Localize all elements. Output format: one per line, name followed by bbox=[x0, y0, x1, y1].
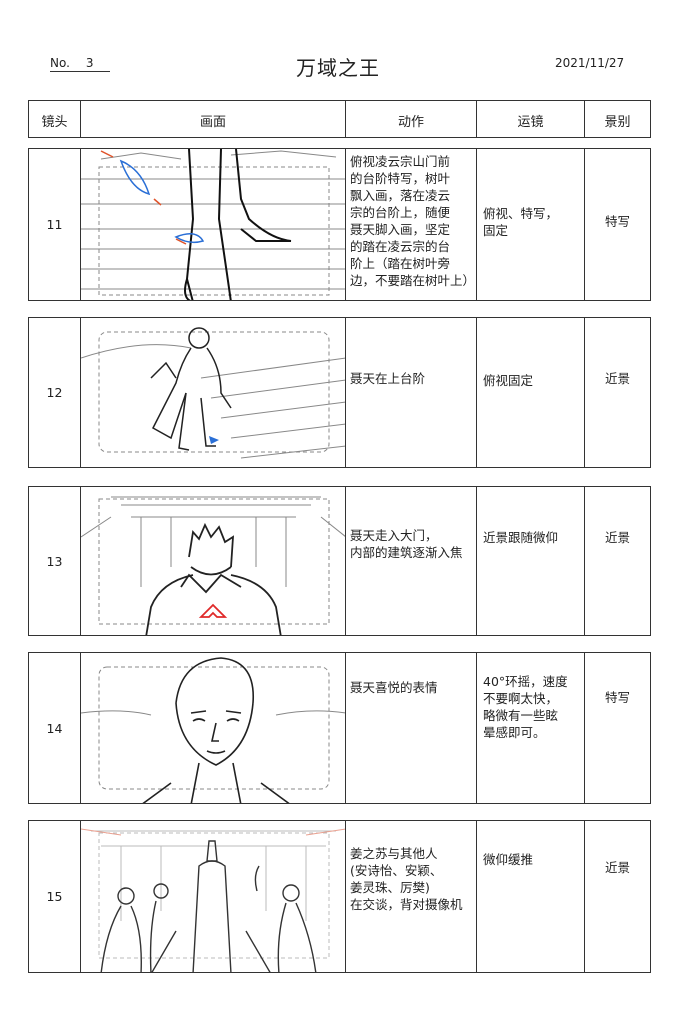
table-header: 镜头 画面 动作 运镜 景别 bbox=[28, 100, 651, 138]
shot-action: 聂天喜悦的表情 bbox=[346, 653, 477, 803]
shot-sheet-number: No. 3 bbox=[50, 56, 110, 72]
shot-action: 聂天走入大门， 内部的建筑逐渐入焦 bbox=[346, 487, 477, 635]
storyboard-frame bbox=[81, 821, 346, 972]
shot-camera: 俯视、特写， 固定 bbox=[477, 149, 585, 300]
column-header-action: 动作 bbox=[346, 101, 477, 137]
storyboard-frame bbox=[81, 487, 346, 635]
shot-action: 聂天在上台阶 bbox=[346, 318, 477, 467]
sketch-steps-leaf bbox=[81, 149, 345, 300]
column-header-scale: 景别 bbox=[604, 115, 631, 130]
number-value: 3 bbox=[85, 56, 94, 70]
shot-id: 15 bbox=[29, 821, 81, 972]
shot-scale: 近景 bbox=[604, 371, 630, 386]
shot-row: 11 俯视凌云宗山门前 的台阶特写，树叶 飘入画，落在凌云 宗的台阶上， bbox=[28, 148, 651, 301]
column-header-camera: 运镜 bbox=[477, 101, 585, 137]
sketch-climbing-stairs bbox=[81, 327, 345, 459]
shot-scale: 近景 bbox=[604, 530, 630, 545]
page-title: 万域之王 bbox=[296, 56, 380, 80]
shot-row: 12 聂天在上台阶 俯视固定 近景 bbox=[28, 317, 651, 468]
shot-scale: 特写 bbox=[604, 214, 630, 229]
storyboard-frame bbox=[81, 318, 346, 467]
shot-row: 13 聂天走入大门， 内部的建筑逐渐入焦 近景跟随微仰 近景 bbox=[28, 486, 651, 636]
shot-id: 14 bbox=[29, 653, 81, 803]
sketch-group-conversation bbox=[81, 828, 345, 972]
shot-camera: 俯视固定 bbox=[477, 318, 585, 467]
storyboard-frame bbox=[81, 149, 346, 300]
shot-row: 15 姜之苏与其他人 (安诗怡、安颖、 姜灵珠、厉樊) 在交谈，背对摄像机 微仰… bbox=[28, 820, 651, 973]
shot-action: 俯视凌云宗山门前 的台阶特写，树叶 飘入画，落在凌云 宗的台阶上，随便 聂天脚入… bbox=[346, 149, 477, 300]
shot-camera: 微仰缓推 bbox=[477, 821, 585, 972]
sketch-entering-gate bbox=[81, 496, 345, 635]
shot-id: 12 bbox=[29, 318, 81, 467]
shot-camera: 近景跟随微仰 bbox=[477, 487, 585, 635]
sketch-face-closeup bbox=[81, 657, 345, 803]
shot-camera: 40°环摇，速度 不要啊太快， 略微有一些眩 晕感即可。 bbox=[477, 653, 585, 803]
column-header-shot: 镜头 bbox=[29, 101, 81, 137]
shot-id: 13 bbox=[29, 487, 81, 635]
storyboard-frame bbox=[81, 653, 346, 803]
date: 2021/11/27 bbox=[555, 56, 625, 70]
shot-scale: 近景 bbox=[604, 860, 630, 875]
shot-scale: 特写 bbox=[604, 690, 630, 705]
number-label: No. bbox=[50, 56, 70, 70]
shot-id: 11 bbox=[29, 149, 81, 300]
shot-action: 姜之苏与其他人 (安诗怡、安颖、 姜灵珠、厉樊) 在交谈，背对摄像机 bbox=[346, 821, 477, 972]
column-header-frame: 画面 bbox=[81, 101, 346, 137]
shot-row: 14 聂天喜悦的表情 40°环摇，速度 不要啊太快， 略微有一些眩 晕感即可。 … bbox=[28, 652, 651, 804]
